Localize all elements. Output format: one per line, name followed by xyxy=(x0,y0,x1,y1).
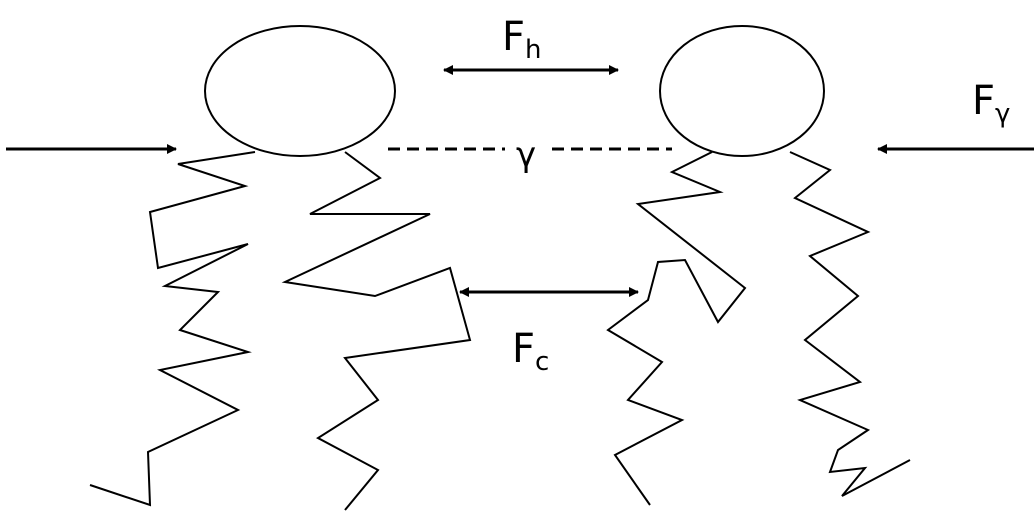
fgamma-main: F xyxy=(972,78,995,124)
fh-main: F xyxy=(502,14,525,60)
fgamma-label: Fγ xyxy=(972,78,1010,129)
left-tail-inner xyxy=(281,151,472,511)
gamma-label: γ xyxy=(516,135,536,175)
left-head-group xyxy=(204,25,396,157)
right-tail-inner xyxy=(606,151,747,506)
fgamma-sub: γ xyxy=(995,99,1010,129)
right-molecule xyxy=(606,25,911,506)
fc-sub: c xyxy=(535,347,549,377)
left-tail-outer xyxy=(89,151,256,507)
right-tail-outer xyxy=(789,151,911,497)
right-head-group xyxy=(659,25,825,157)
fh-sub: h xyxy=(525,35,541,65)
left-molecule xyxy=(89,25,472,511)
fc-main: F xyxy=(512,326,535,372)
fh-label: Fh xyxy=(502,14,542,65)
fc-label: Fc xyxy=(512,326,549,377)
